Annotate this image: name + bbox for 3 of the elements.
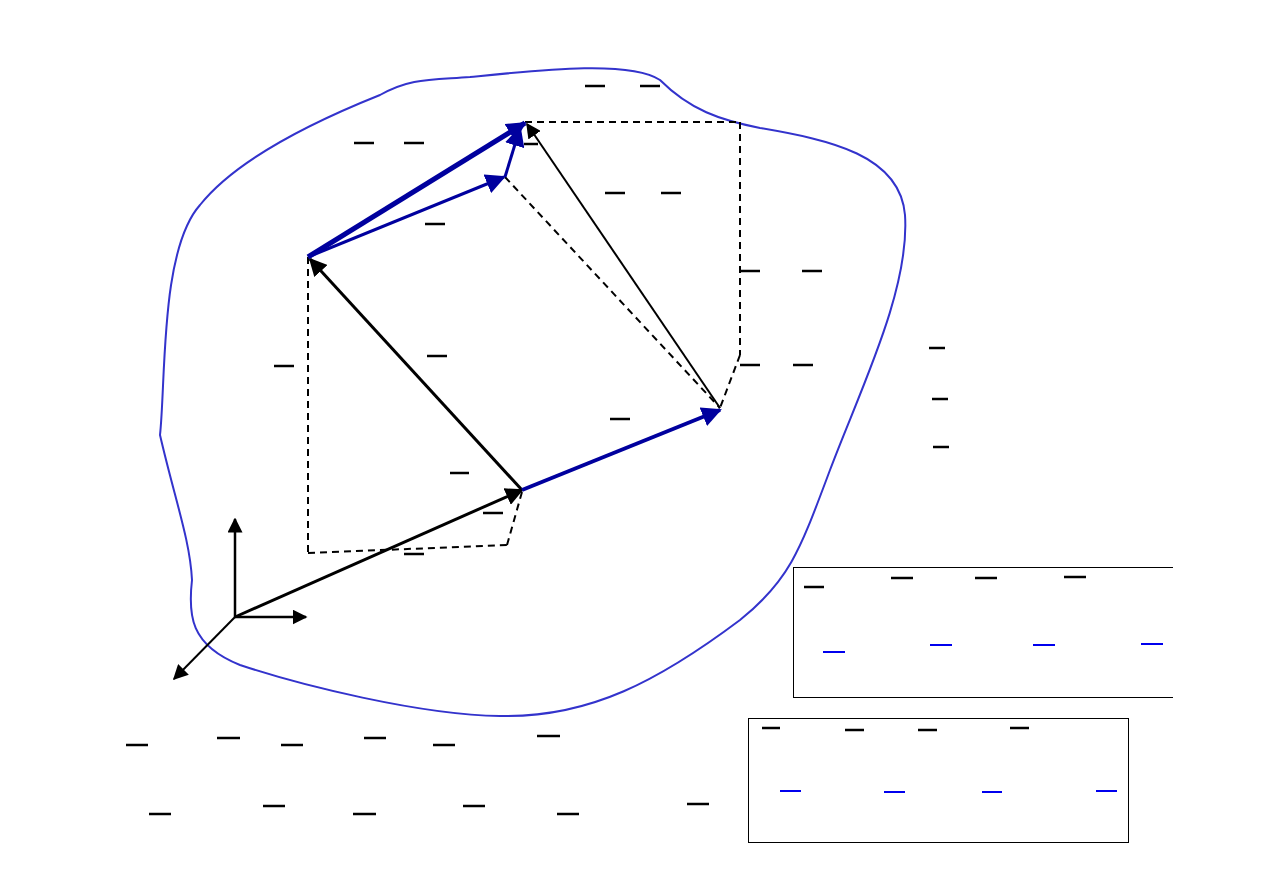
frame-box xyxy=(793,567,1173,698)
rigid-body-outline xyxy=(159,67,907,717)
frame-box xyxy=(748,718,1129,843)
